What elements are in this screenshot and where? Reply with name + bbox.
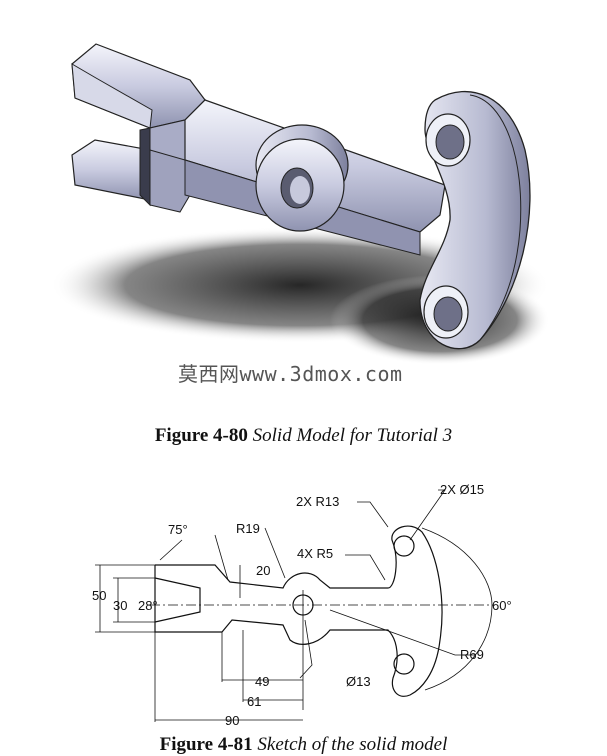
dim-50: 50 (92, 588, 106, 603)
solid-model-rendering (50, 43, 550, 365)
dim-4x-r5: 4X R5 (297, 546, 333, 561)
dim-dia13: Ø13 (346, 674, 371, 689)
dim-r69: R69 (460, 647, 484, 662)
hub-hole (292, 594, 314, 616)
dim-2x-r13: 2X R13 (296, 494, 339, 509)
dim-angle-60: 60° (492, 598, 512, 613)
dim-61: 61 (247, 694, 261, 709)
figure-caption-4-81: Figure 4-81 Sketch of the solid model (0, 734, 607, 756)
arm-hole-top (393, 535, 415, 557)
fork-notch (154, 577, 201, 623)
watermark-text: 莫西网www.3dmox.com (178, 362, 403, 386)
dim-angle-75: 75° (168, 522, 188, 537)
dim-angle-28: 28° (138, 598, 158, 613)
curved-arm (419, 90, 531, 350)
figure-title: Solid Model for Tutorial 3 (252, 425, 453, 446)
sketch-outline (154, 525, 443, 697)
dimension-labels: 75° R19 2X R13 2X Ø15 4X R5 20 50 30 28°… (92, 482, 512, 728)
figure-number: Figure 4-81 (159, 734, 253, 755)
dim-30: 30 (113, 598, 127, 613)
dim-20: 20 (256, 563, 270, 578)
dim-r19: R19 (236, 521, 260, 536)
figure-title: Sketch of the solid model (257, 734, 448, 755)
dim-2x-dia15: 2X Ø15 (440, 482, 484, 497)
dim-90: 90 (225, 713, 239, 728)
arm-hole-bottom (393, 653, 415, 675)
figure-caption-4-80: Figure 4-80 Solid Model for Tutorial 3 (0, 425, 607, 447)
hub-boss (255, 124, 349, 232)
figure-number: Figure 4-80 (154, 425, 248, 446)
dim-49: 49 (255, 674, 269, 689)
